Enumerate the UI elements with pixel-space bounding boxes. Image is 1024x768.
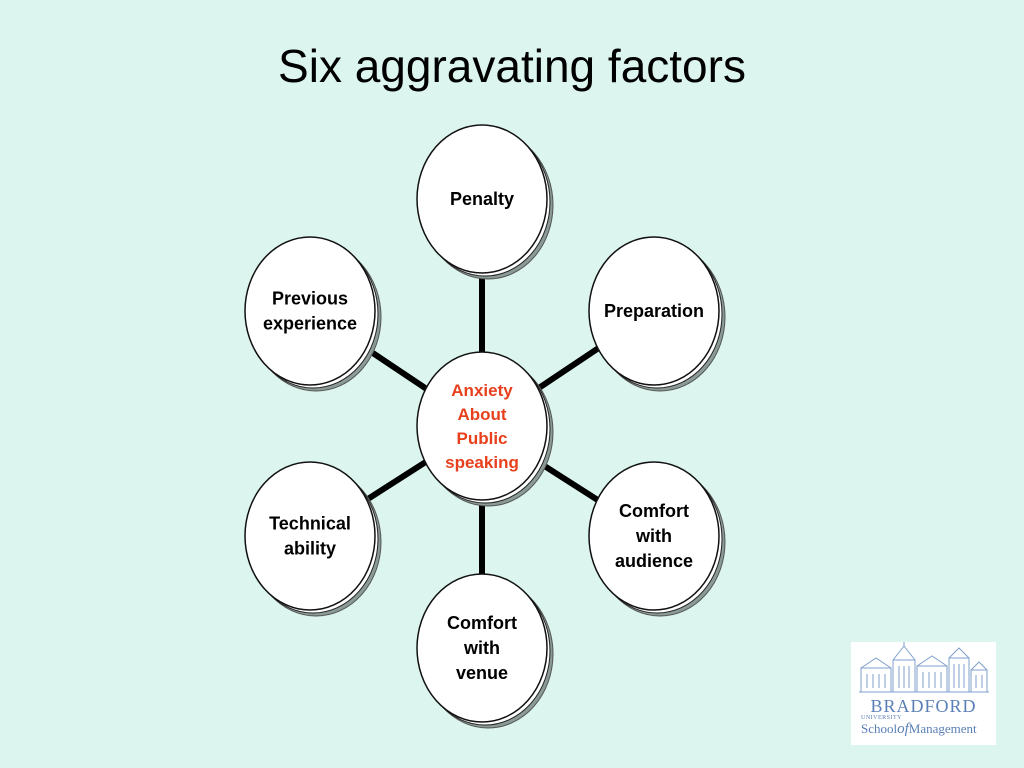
center-node-circle (416, 351, 548, 501)
factor-node-comfort-venue-label-line: venue (456, 663, 508, 683)
logo-name: BRADFORD (870, 696, 977, 716)
factor-node-comfort-venue: Comfort with venue (416, 573, 554, 729)
factor-node-technical-ability: Technical ability (244, 461, 382, 617)
factor-node-previous-experience-circle (244, 236, 376, 386)
logo-school: SchoolofManagement (861, 721, 977, 737)
factor-node-penalty-label-line: Penalty (450, 189, 514, 209)
factor-node-previous-experience-label-line: experience (263, 314, 357, 334)
factor-node-comfort-venue-label-line: with (463, 638, 500, 658)
factor-node-technical-ability-label-line: Technical (269, 514, 351, 534)
logo-school-post: Management (908, 721, 977, 736)
factor-node-penalty: Penalty (416, 124, 554, 280)
factor-node-comfort-audience-label-line: with (635, 526, 672, 546)
factor-node-comfort-audience-label-line: Comfort (619, 501, 689, 521)
factor-node-previous-experience: Previous experience (244, 236, 382, 392)
factor-node-preparation: Preparation (588, 236, 726, 392)
center-node-label-line: Anxiety (451, 381, 513, 400)
center-node-label-line: speaking (445, 453, 519, 472)
factor-node-preparation-circle (588, 236, 720, 386)
slide-title: Six aggravating factors (278, 40, 746, 92)
logo-sub: UNIVERSITY (861, 715, 902, 721)
factor-node-previous-experience-label-line: Previous (272, 289, 348, 309)
factor-node-comfort-venue-label-line: Comfort (447, 613, 517, 633)
nodes: PenaltyPreparationComfortwithaudienceCom… (244, 124, 726, 729)
building-icon (859, 642, 989, 693)
logo-school-of: of (897, 721, 909, 737)
center-node-label-line: About (457, 405, 506, 424)
factor-node-penalty-circle (416, 124, 548, 274)
logo-school-pre: School (861, 721, 898, 736)
factor-node-technical-ability-label-line: ability (284, 539, 336, 559)
factor-node-comfort-audience-label-line: audience (615, 551, 693, 571)
bradford-logo: BRADFORD UNIVERSITY SchoolofManagement (851, 642, 996, 745)
factor-node-comfort-venue-circle (416, 573, 548, 723)
factor-node-comfort-audience: Comfort with audience (588, 461, 726, 617)
factor-node-technical-ability-circle (244, 461, 376, 611)
center-node-label-line: Public (456, 429, 507, 448)
factor-node-preparation-label-line: Preparation (604, 301, 704, 321)
factor-node-comfort-audience-circle (588, 461, 720, 611)
